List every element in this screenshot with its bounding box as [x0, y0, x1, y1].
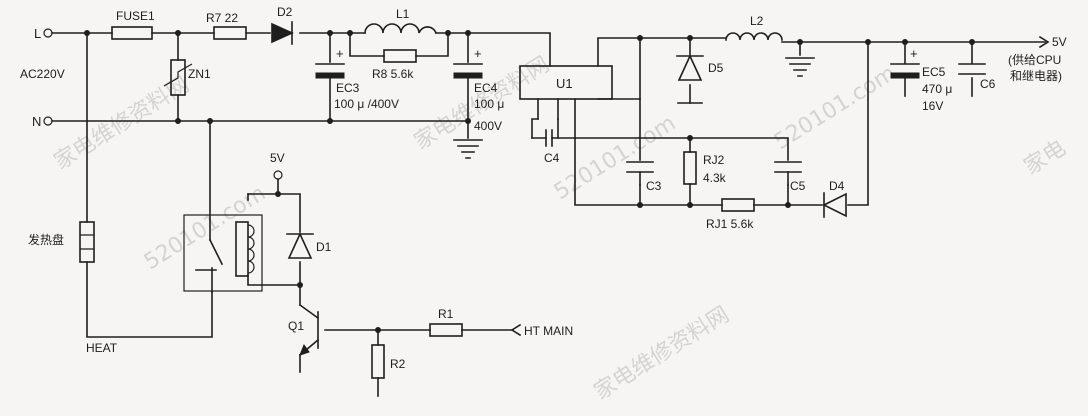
resistor-r8: R8 5.6k	[372, 49, 417, 81]
svg-text:400V: 400V	[474, 119, 502, 133]
heat-label: HEAT	[86, 341, 118, 355]
watermark-layer: 家电维修资料网 520101.com 家电维修资料网 520101.com 家电…	[50, 52, 1071, 405]
svg-text:D2: D2	[277, 5, 293, 19]
resistor-rj1: RJ1 5.6k	[706, 198, 755, 231]
svg-text:EC3: EC3	[336, 81, 360, 95]
svg-text:R7 22: R7 22	[206, 11, 238, 25]
svg-text:C3: C3	[646, 179, 662, 193]
supply-5v: 5V	[270, 151, 285, 180]
relay	[183, 214, 263, 293]
terminal-l: L	[34, 26, 53, 41]
svg-text:L: L	[34, 26, 41, 41]
capacitor-ec3: + EC3 100 μ /400V	[315, 46, 399, 111]
svg-text:L1: L1	[396, 7, 410, 21]
svg-text:R1: R1	[438, 307, 454, 321]
svg-text:U1: U1	[556, 76, 573, 91]
heater-element: 发热盘	[28, 221, 95, 263]
svg-text:4.3k: 4.3k	[703, 171, 727, 185]
diode-d5: D5	[676, 54, 724, 81]
watermark-text: 家电维修资料网	[50, 72, 194, 175]
fuse-fuse1: FUSE1	[111, 9, 155, 40]
resistor-r7: R7 22	[206, 11, 247, 40]
svg-text:D1: D1	[316, 240, 332, 254]
svg-text:100 μ /400V: 100 μ /400V	[334, 97, 399, 111]
svg-text:+: +	[910, 46, 918, 61]
varistor-zn1: ZN1	[163, 59, 211, 96]
svg-text:发热盘: 发热盘	[28, 232, 64, 247]
inductor-l2: L2	[725, 14, 783, 41]
diode-d2: D2	[271, 5, 294, 45]
inductor-l1: L1	[364, 7, 438, 35]
svg-text:C4: C4	[544, 151, 560, 165]
svg-text:C5: C5	[790, 179, 806, 193]
capacitor-ec5: + EC5 470 μ 16V	[890, 46, 952, 113]
svg-text:RJ2: RJ2	[703, 153, 725, 167]
svg-text:R2: R2	[390, 357, 406, 371]
svg-text:R8 5.6k: R8 5.6k	[372, 67, 414, 81]
svg-text:和继电器): 和继电器)	[1010, 69, 1062, 83]
svg-text:EC4: EC4	[474, 81, 498, 95]
output-5v: 5V (供给CPU 和继电器)	[1008, 35, 1067, 83]
svg-text:470 μ: 470 μ	[922, 82, 952, 96]
capacitor-c4: C4	[531, 129, 560, 165]
resistor-r1: R1	[429, 307, 463, 337]
svg-text:HT MAIN: HT MAIN	[524, 324, 573, 338]
svg-text:100 μ: 100 μ	[474, 97, 504, 111]
svg-text:EC5: EC5	[922, 65, 946, 79]
resistor-rj2: RJ2 4.3k	[683, 151, 727, 185]
svg-text:16V: 16V	[922, 99, 943, 113]
svg-text:(供给CPU: (供给CPU	[1008, 53, 1061, 67]
resistor-r2: R2	[371, 344, 406, 379]
watermark-text: 家电维修资料网	[590, 302, 734, 405]
capacitor-c6: C6	[958, 63, 996, 91]
svg-text:+: +	[336, 46, 344, 61]
terminal-n: N	[32, 114, 53, 129]
ac-input-label: AC220V	[20, 67, 65, 81]
watermark-text: 家电	[1020, 136, 1071, 181]
svg-text:5V: 5V	[270, 151, 285, 165]
svg-text:L2: L2	[750, 14, 764, 28]
ground-symbol	[785, 57, 815, 77]
junction-dots	[84, 30, 975, 333]
svg-text:D5: D5	[708, 61, 724, 75]
capacitor-c5: C5	[774, 161, 806, 193]
svg-text:C6: C6	[980, 77, 996, 91]
svg-text:+: +	[474, 46, 482, 61]
svg-text:Q1: Q1	[288, 319, 304, 333]
ic-u1: U1	[519, 65, 613, 100]
watermark-text: 520101.com	[770, 61, 900, 155]
input-ht-main: HT MAIN	[510, 323, 573, 338]
svg-text:RJ1 5.6k: RJ1 5.6k	[706, 217, 754, 231]
capacitor-ec4: + EC4 100 μ 400V	[453, 46, 504, 133]
svg-text:FUSE1: FUSE1	[116, 9, 155, 23]
svg-text:ZN1: ZN1	[188, 67, 211, 81]
transistor-q1: Q1	[288, 303, 320, 357]
diode-d4: D4	[822, 179, 847, 218]
diode-d1: D1	[286, 232, 332, 259]
svg-text:N: N	[32, 114, 41, 129]
svg-text:D4: D4	[829, 179, 845, 193]
svg-text:5V: 5V	[1052, 35, 1067, 49]
capacitor-c3: C3	[626, 161, 662, 193]
ground-symbol	[453, 139, 483, 159]
